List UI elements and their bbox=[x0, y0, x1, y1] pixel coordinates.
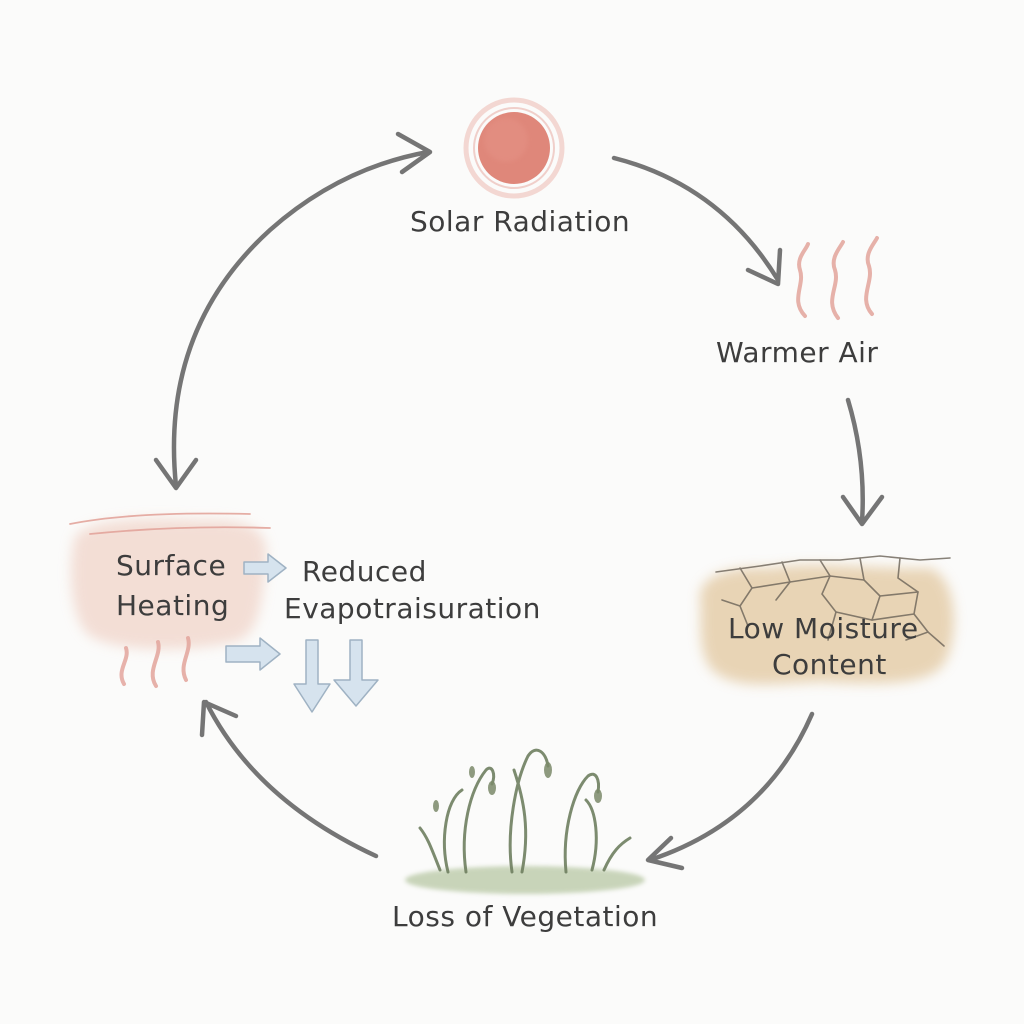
arrow-low-moisture-to-vegetation bbox=[645, 711, 815, 871]
reduced-evap-label-line2: Evapotraisuration bbox=[284, 592, 541, 625]
down-arrow-icon bbox=[293, 639, 331, 713]
warmer-air-label: Warmer Air bbox=[716, 336, 879, 369]
surface-heating-icon bbox=[69, 512, 271, 688]
low-moisture-label-line1: Low Moisture bbox=[728, 612, 919, 645]
heat-waves-icon bbox=[796, 236, 879, 320]
reduced-evap-label-line1: Reduced bbox=[302, 555, 427, 588]
arrow-vegetation-to-surface-heating bbox=[199, 699, 379, 859]
heat-waves-icon bbox=[119, 636, 191, 688]
arrow-warmer-air-to-low-moisture bbox=[840, 397, 885, 527]
low-moisture-label-line2: Content bbox=[772, 648, 887, 681]
right-arrow-icon bbox=[243, 553, 287, 583]
surface-heating-label-line1: Surface bbox=[116, 549, 227, 582]
loss-of-vegetation-label: Loss of Vegetation bbox=[392, 900, 659, 933]
wilted-plants-icon bbox=[405, 748, 645, 894]
down-arrow-icon bbox=[333, 639, 379, 707]
dry-soil-icon bbox=[699, 555, 955, 685]
sun-icon bbox=[463, 97, 565, 199]
solar-radiation-label: Solar Radiation bbox=[410, 205, 631, 238]
right-arrow-icon bbox=[225, 637, 281, 671]
arrow-surface-heating-solar-loop bbox=[153, 131, 433, 491]
arrow-solar-to-warmer-air bbox=[611, 155, 783, 287]
surface-heating-label-line2: Heating bbox=[116, 589, 230, 622]
